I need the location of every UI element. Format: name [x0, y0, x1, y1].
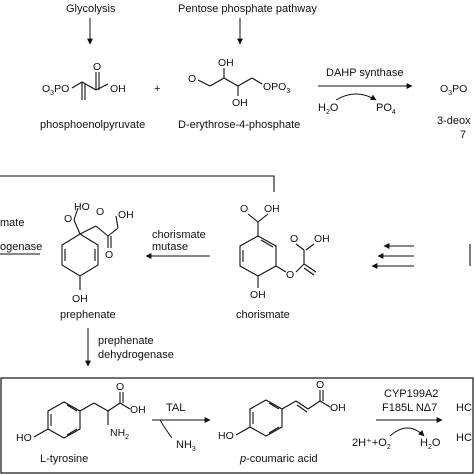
cyp-line2: F185L NΔ7 — [382, 402, 437, 414]
svg-text:OPO3: OPO3 — [263, 81, 290, 95]
svg-text:HO: HO — [74, 201, 90, 213]
svg-text:OH: OH — [250, 289, 266, 301]
pd-line1: prephenate — [98, 335, 154, 347]
svg-text:O: O — [188, 73, 196, 85]
glycolysis-label: Glycolysis — [66, 3, 116, 15]
svg-text:O: O — [96, 206, 104, 218]
svg-text:O: O — [240, 203, 248, 215]
dahp-synthase-label: DAHP synthase — [326, 67, 403, 79]
svg-text:OH: OH — [110, 83, 126, 95]
svg-text:OH: OH — [232, 97, 248, 109]
tyrosine-structure: HO NH2 O OH — [16, 381, 146, 444]
hc-label-2: HC — [456, 432, 472, 444]
left-enzyme-line2: ogenase — [0, 241, 42, 253]
svg-text:OH: OH — [330, 402, 346, 414]
prephenate-label: prephenate — [60, 309, 116, 321]
svg-text:O3PO: O3PO — [42, 83, 69, 97]
left-enzyme-line1: mate — [0, 217, 24, 229]
svg-text:O: O — [116, 381, 124, 393]
pep-label: phosphoenolpyruvate — [40, 119, 145, 131]
cyp-line1: CYP199A2 — [384, 388, 438, 400]
prephenate-structure: O HO O O OH OH — [61, 201, 134, 305]
cyp-h2o: H2O — [420, 437, 441, 451]
dahp-po4: PO4 — [376, 102, 396, 116]
tal-label: TAL — [166, 402, 185, 414]
tyrosine-label: L-tyrosine — [40, 453, 88, 465]
plus-sign: + — [154, 83, 160, 95]
svg-text:HO: HO — [218, 430, 234, 442]
tal-side-arrow — [159, 419, 173, 439]
svg-text:NH2: NH2 — [110, 427, 129, 441]
ppp-label: Pentose phosphate pathway — [178, 3, 317, 15]
svg-text:OH: OH — [314, 233, 330, 245]
cyp-cofactor: 2H⁺+O2 — [352, 437, 391, 451]
dahp-product-line2: 7 — [460, 129, 466, 141]
coumaric-label: p-coumaric acid — [239, 453, 318, 465]
svg-text:OH: OH — [218, 57, 234, 69]
pd-line2: dehydrogenase — [98, 349, 174, 361]
section-bracket — [0, 175, 275, 192]
svg-text:O: O — [64, 213, 72, 225]
bottom-box — [0, 377, 474, 474]
cyp-side-arrow — [389, 427, 425, 437]
dahp-product-line1: 3-deox — [437, 115, 471, 127]
hc-label-1: HC — [456, 402, 472, 414]
dahp-side-arrow — [335, 93, 377, 101]
dahp-h2o: H2O — [318, 102, 339, 116]
tal-nh3: NH3 — [176, 439, 196, 453]
svg-text:OH: OH — [264, 203, 280, 215]
dahp-product-atom: O3PO — [440, 83, 467, 97]
svg-text:OH: OH — [118, 209, 134, 221]
svg-text:O: O — [290, 233, 298, 245]
svg-text:O: O — [286, 269, 294, 281]
mutase-line1: chorismate — [152, 229, 206, 241]
pep-structure: O3PO O OH — [42, 61, 126, 100]
svg-text:HO: HO — [16, 432, 32, 444]
svg-text:OH: OH — [72, 293, 88, 305]
mutase-line2: mutase — [152, 241, 188, 253]
e4p-label: D-erythrose-4-phosphate — [178, 119, 300, 131]
e4p-structure: O OH OH OPO3 — [188, 57, 290, 109]
svg-text:O: O — [316, 379, 324, 391]
chorismate-label: chorismate — [236, 309, 290, 321]
chorismate-structure: O OH O O OH OH — [239, 203, 330, 301]
svg-text:O: O — [93, 61, 101, 73]
svg-text:OH: OH — [130, 404, 146, 416]
svg-text:O: O — [105, 249, 113, 261]
coumaric-structure: HO O OH — [218, 379, 346, 442]
